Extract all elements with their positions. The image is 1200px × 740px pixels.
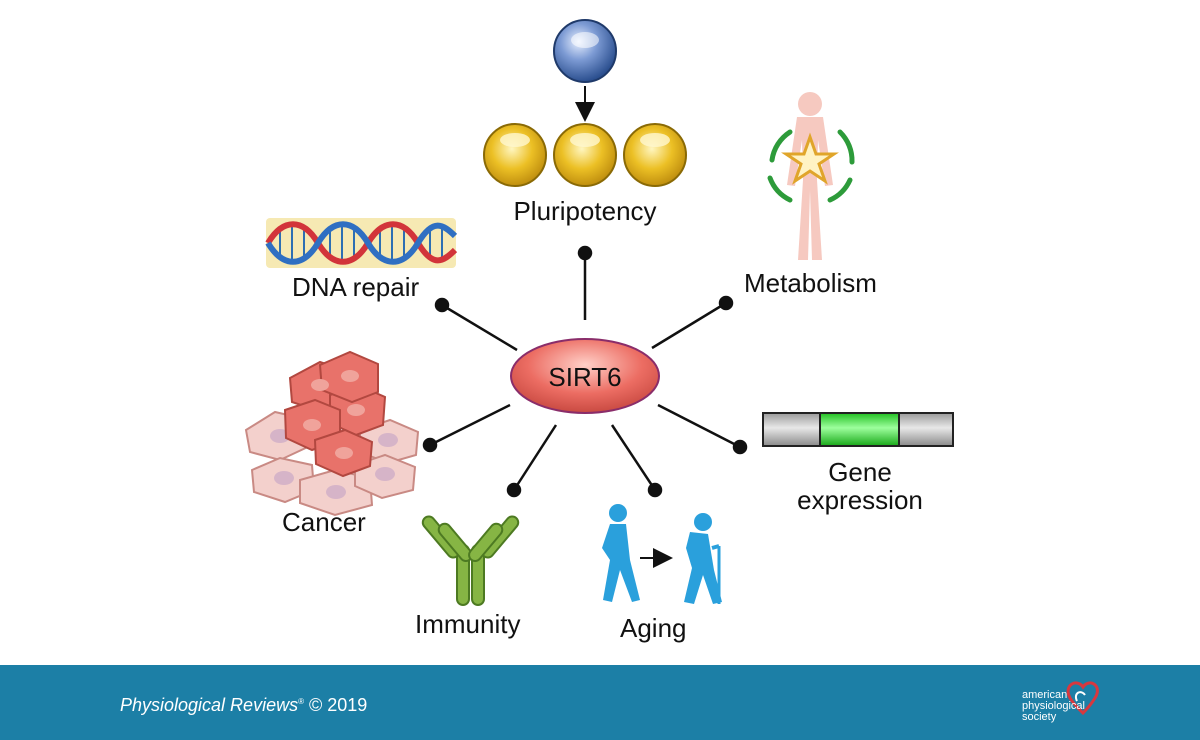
sirt6-node bbox=[510, 338, 660, 414]
gene-bar-icon bbox=[762, 412, 954, 447]
connector-cancer bbox=[429, 403, 511, 447]
aps-logo-text: american physiological society bbox=[1022, 690, 1102, 723]
sirt6-diagram bbox=[244, 19, 954, 606]
connectors bbox=[422, 245, 748, 498]
journal-credit: Physiological Reviews® © 2019 bbox=[120, 695, 367, 716]
antibody-icon bbox=[421, 515, 520, 606]
connector-dna-repair bbox=[441, 303, 518, 352]
aps-logo-line-2: physiological bbox=[1022, 700, 1085, 712]
label-sirt6: SIRT6 bbox=[548, 362, 622, 392]
aps-logo-line-3: society bbox=[1022, 711, 1057, 723]
connector-dot-pluripotency bbox=[577, 245, 593, 261]
connector-dot-aging bbox=[647, 482, 663, 498]
label-gene-expression-1: Gene bbox=[828, 457, 892, 487]
connector-gene-expression bbox=[657, 403, 741, 449]
label-pluripotency: Pluripotency bbox=[513, 196, 657, 226]
registered-mark: ® bbox=[298, 697, 304, 706]
footer-bar: Physiological Reviews® © 2019 american p… bbox=[0, 665, 1200, 740]
label-metabolism: Metabolism bbox=[744, 268, 877, 298]
connector-dot-cancer bbox=[422, 437, 438, 453]
label-dna-repair: DNA repair bbox=[292, 272, 420, 302]
connector-dot-metabolism bbox=[718, 295, 734, 311]
aps-logo-line-1: american bbox=[1022, 689, 1068, 701]
connector-dot-gene-expression bbox=[732, 439, 748, 455]
connector-dot-immunity bbox=[506, 482, 522, 498]
aging-icon bbox=[602, 504, 722, 604]
aps-logo-icon bbox=[1066, 681, 1099, 716]
cancer-cells-icon bbox=[244, 350, 420, 517]
pluripotency-icon bbox=[483, 19, 687, 187]
connector-aging bbox=[610, 424, 657, 491]
dna-helix-icon bbox=[265, 218, 458, 268]
label-aging: Aging bbox=[620, 613, 687, 643]
connector-immunity bbox=[512, 424, 558, 491]
label-immunity: Immunity bbox=[415, 609, 521, 639]
star-icon bbox=[781, 132, 839, 185]
metabolism-icon bbox=[767, 92, 855, 260]
copyright-year: © 2019 bbox=[309, 695, 368, 715]
journal-name: Physiological Reviews bbox=[120, 695, 299, 715]
label-gene-expression-2: expression bbox=[797, 485, 923, 515]
connector-dot-dna-repair bbox=[434, 297, 450, 313]
connector-metabolism bbox=[651, 301, 727, 350]
label-cancer: Cancer bbox=[282, 507, 366, 537]
